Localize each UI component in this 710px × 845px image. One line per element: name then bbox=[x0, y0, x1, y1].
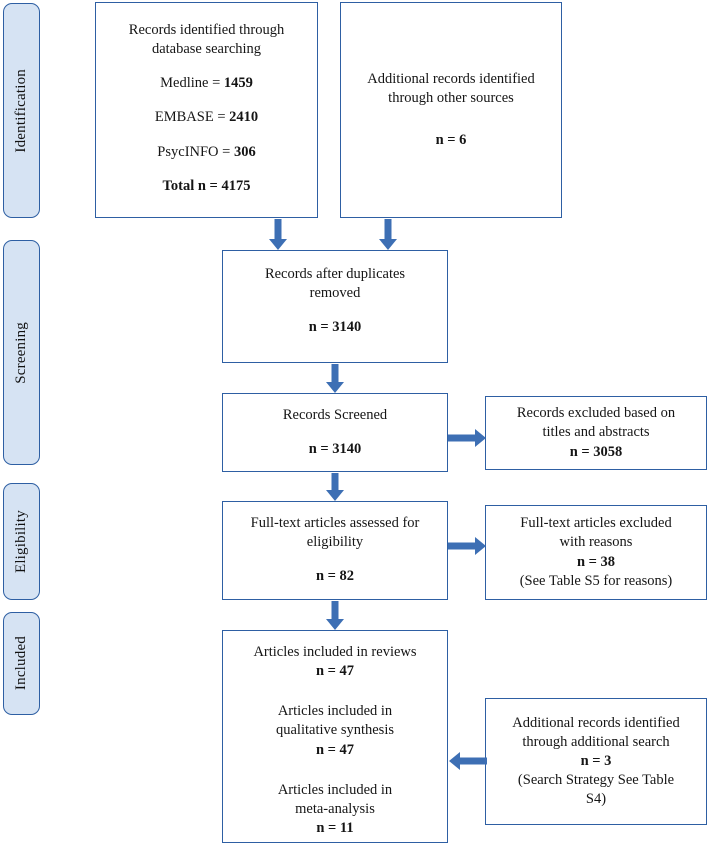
stage-tab-identification: Identification bbox=[3, 3, 40, 218]
db-psycinfo-value: 306 bbox=[233, 143, 256, 160]
arrow-database-to-duplicates bbox=[269, 219, 287, 250]
fulltext-excluded-count: n = 38 bbox=[576, 553, 616, 570]
fulltext-count: n = 82 bbox=[315, 568, 355, 585]
excluded-line-1: Records excluded based on bbox=[516, 405, 676, 422]
stage-tab-screening: Screening bbox=[3, 240, 40, 465]
included-reviews-count: n = 47 bbox=[315, 663, 355, 680]
box-records-identified-database: Records identified through database sear… bbox=[95, 2, 318, 218]
excluded-count: n = 3058 bbox=[569, 443, 623, 460]
included-meta-line-1: Articles included in bbox=[277, 781, 393, 798]
box-records-identified-other-sources: Additional records identified through ot… bbox=[340, 2, 562, 218]
fulltext-excluded-line-1: Full-text articles excluded bbox=[520, 515, 672, 532]
screened-count: n = 3140 bbox=[308, 441, 362, 458]
db-embase-label: EMBASE = bbox=[154, 109, 230, 126]
fulltext-line-2: eligibility bbox=[306, 534, 364, 551]
db-line-1: Records identified through bbox=[128, 22, 285, 38]
box-fulltext-excluded: Full-text articles excluded with reasons… bbox=[485, 505, 707, 600]
box-records-after-duplicates-removed: Records after duplicates removed n = 314… bbox=[222, 250, 448, 363]
fulltext-line-1: Full-text articles assessed for bbox=[250, 515, 420, 531]
box-fulltext-assessed: Full-text articles assessed for eligibil… bbox=[222, 501, 448, 600]
db-psycinfo-label: PsycINFO = bbox=[157, 143, 234, 160]
arrow-other-sources-to-duplicates bbox=[379, 219, 397, 250]
stage-label-identification: Identification bbox=[13, 68, 29, 153]
screened-line-1: Records Screened bbox=[282, 407, 388, 423]
excluded-line-2: titles and abstracts bbox=[542, 424, 650, 441]
db-medline-value: 1459 bbox=[223, 75, 253, 92]
additional-line-2: through additional search bbox=[522, 733, 670, 750]
included-meta-count: n = 11 bbox=[316, 819, 354, 836]
db-embase-row: EMBASE = 2410 bbox=[155, 108, 258, 127]
fulltext-excluded-line-2: with reasons bbox=[559, 534, 633, 551]
additional-note-2: S4) bbox=[585, 791, 607, 808]
box-records-excluded: Records excluded based on titles and abs… bbox=[485, 396, 707, 470]
db-medline-row: Medline = 1459 bbox=[160, 74, 253, 93]
dupes-line-1: Records after duplicates bbox=[264, 266, 406, 282]
stage-label-included: Included bbox=[13, 636, 29, 691]
db-psycinfo-row: PsycINFO = 306 bbox=[157, 143, 255, 162]
box-records-screened: Records Screened n = 3140 bbox=[222, 393, 448, 472]
stage-label-screening: Screening bbox=[13, 321, 29, 384]
arrow-fulltext-to-excluded bbox=[448, 537, 486, 555]
arrow-fulltext-to-included bbox=[326, 601, 344, 630]
dupes-count: n = 3140 bbox=[308, 319, 362, 336]
arrow-screened-to-fulltext bbox=[326, 473, 344, 501]
db-embase-value: 2410 bbox=[229, 109, 259, 126]
dupes-line-2: removed bbox=[309, 285, 361, 302]
other-line-1: Additional records identified bbox=[367, 71, 535, 88]
fulltext-excluded-note: (See Table S5 for reasons) bbox=[519, 572, 673, 589]
db-total: Total n = 4175 bbox=[162, 177, 251, 194]
additional-count: n = 3 bbox=[580, 752, 612, 769]
included-qualitative-line-2: qualitative synthesis bbox=[276, 722, 394, 739]
db-medline-label: Medline = bbox=[160, 75, 224, 92]
included-meta-line-2: meta-analysis bbox=[295, 800, 375, 817]
box-articles-included: Articles included in reviews n = 47 Arti… bbox=[222, 630, 448, 843]
db-line-2: database searching bbox=[151, 41, 262, 58]
included-qualitative-count: n = 47 bbox=[315, 741, 355, 758]
box-additional-search: Additional records identified through ad… bbox=[485, 698, 707, 825]
stage-tab-eligibility: Eligibility bbox=[3, 483, 40, 600]
additional-line-1: Additional records identified bbox=[512, 714, 680, 731]
included-reviews-line: Articles included in reviews bbox=[253, 644, 417, 660]
other-line-2: through other sources bbox=[388, 90, 514, 107]
arrow-duplicates-to-screened bbox=[326, 364, 344, 393]
arrow-screened-to-excluded bbox=[448, 429, 486, 447]
included-qualitative-line-1: Articles included in bbox=[277, 703, 393, 720]
stage-tab-included: Included bbox=[3, 612, 40, 715]
additional-note-1: (Search Strategy See Table bbox=[517, 772, 675, 789]
arrow-additional-search-to-included bbox=[449, 752, 487, 770]
other-count: n = 6 bbox=[435, 131, 467, 148]
stage-label-eligibility: Eligibility bbox=[13, 509, 29, 574]
